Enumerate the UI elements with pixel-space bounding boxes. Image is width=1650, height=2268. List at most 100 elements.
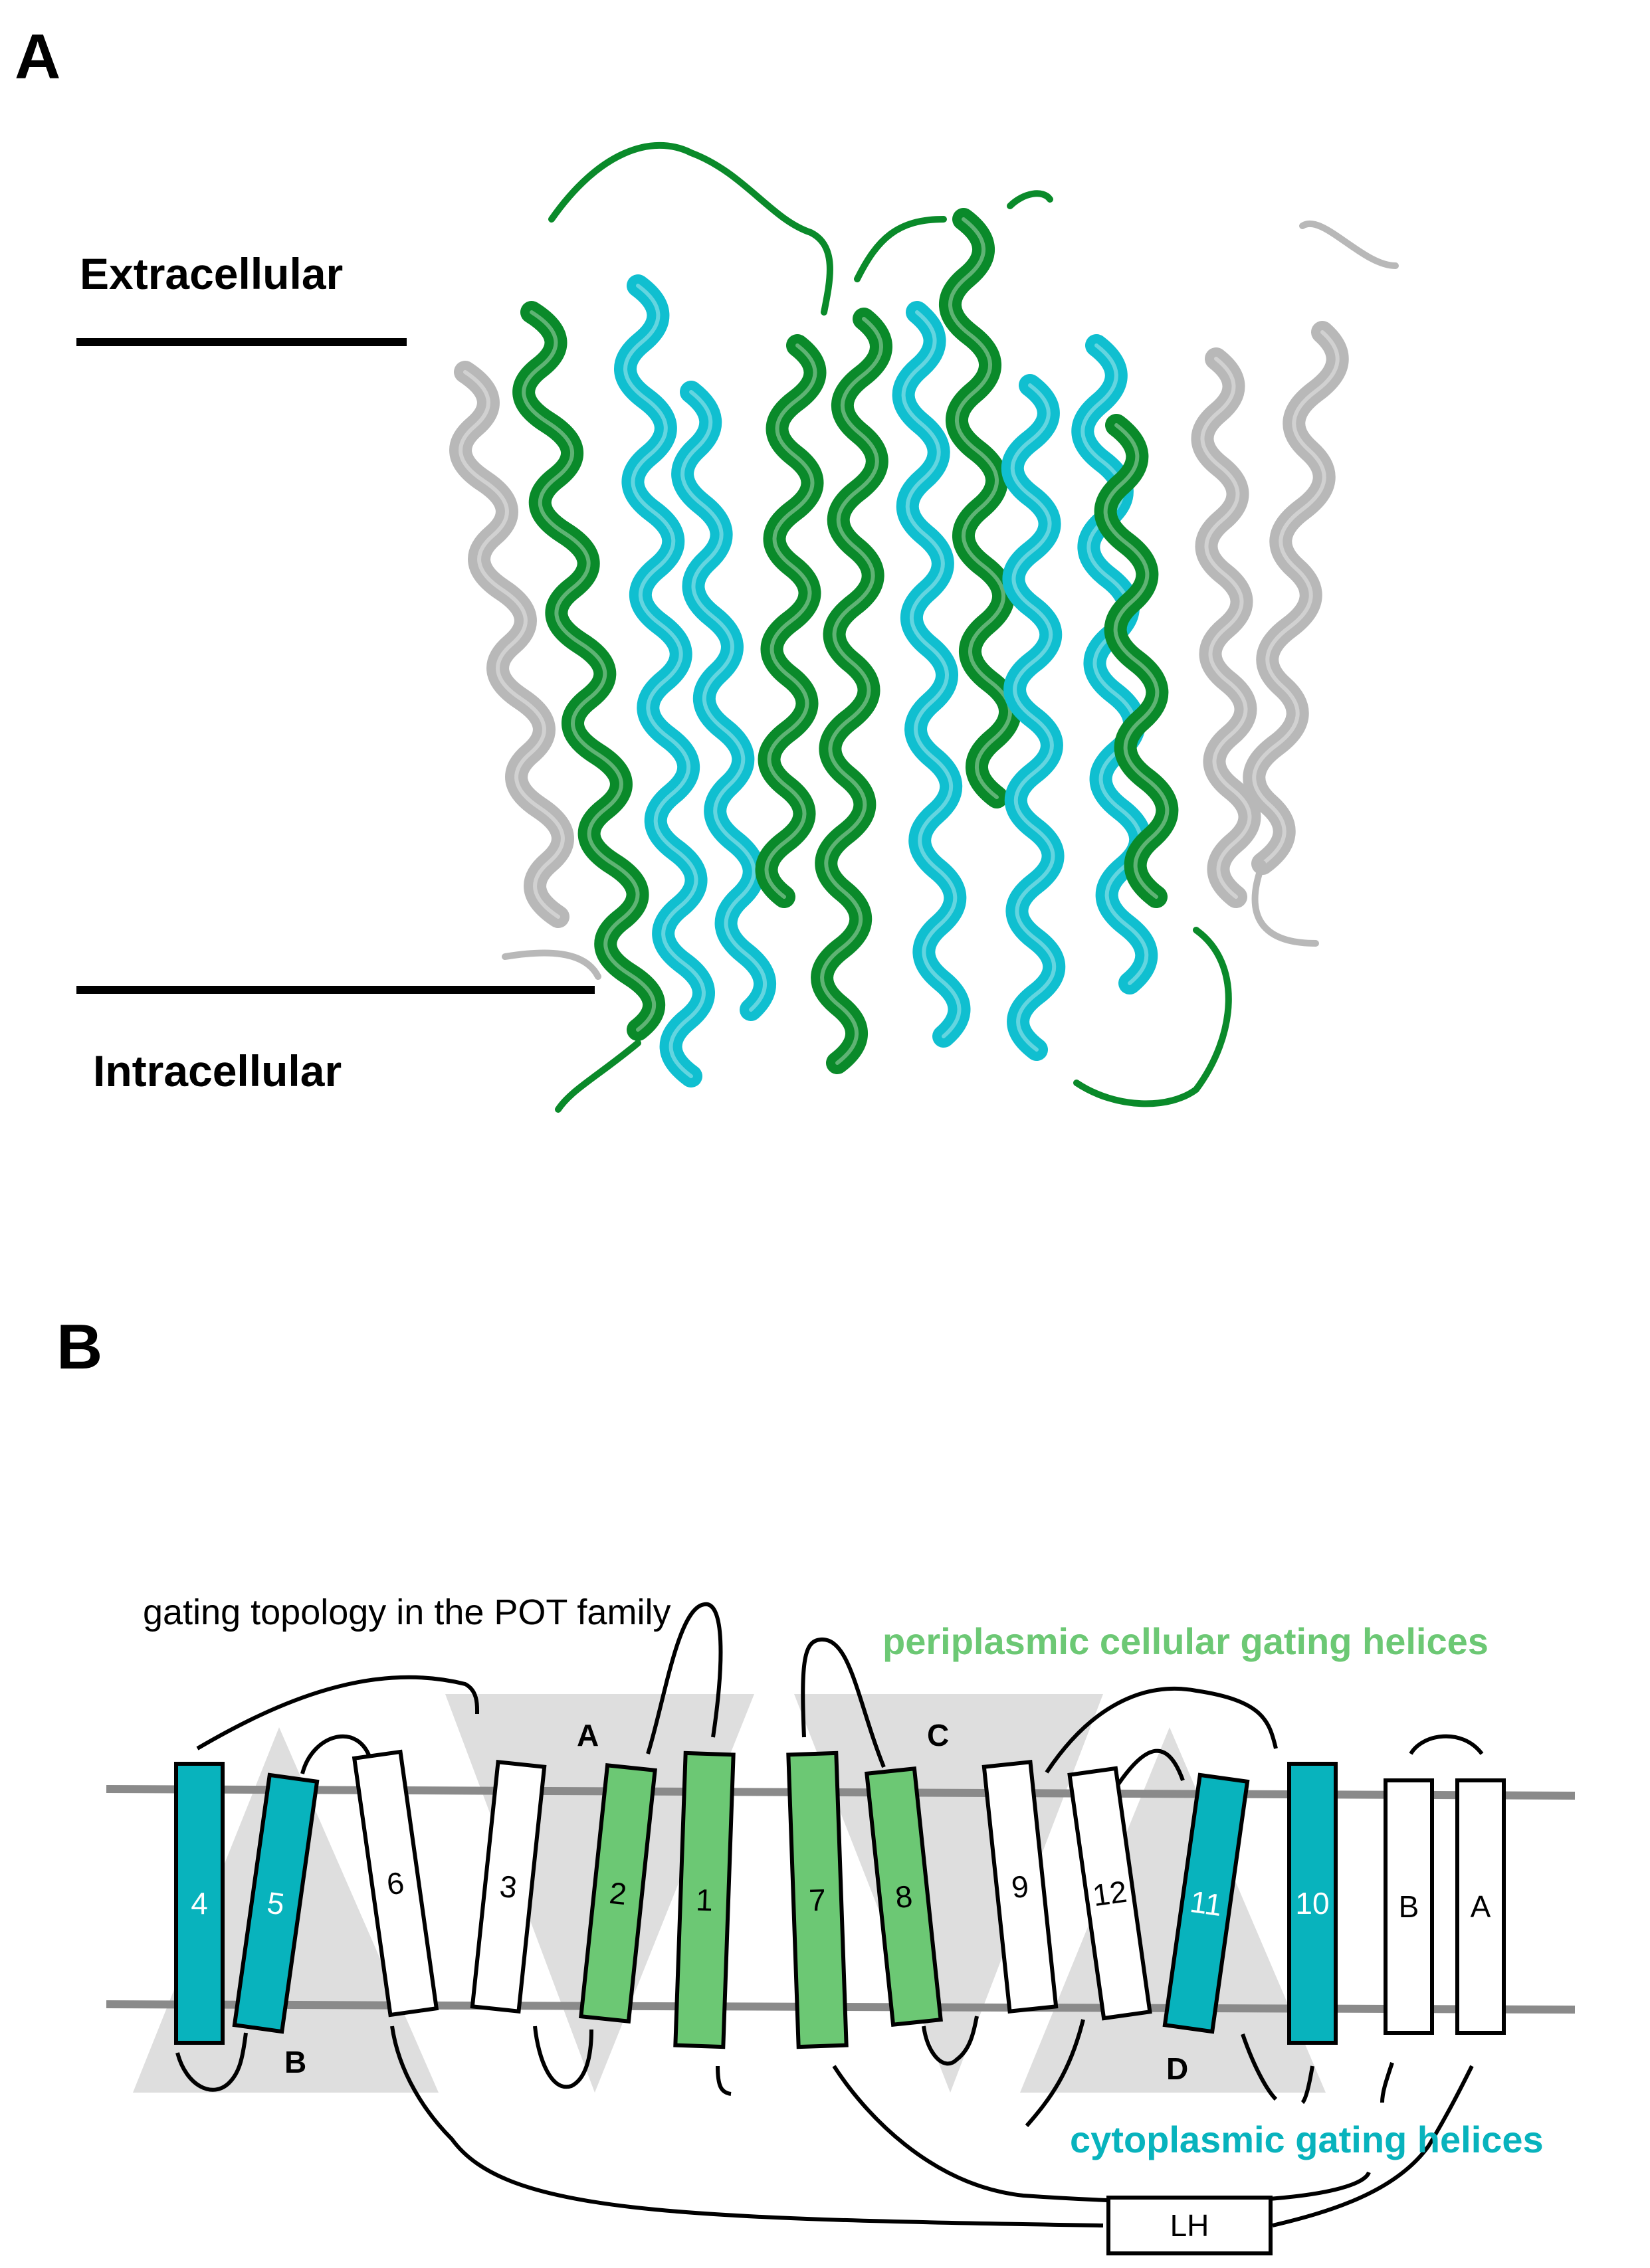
protein-structure-ribbon — [449, 142, 1399, 1113]
ribbon-loop — [502, 949, 601, 980]
ribbon-helix — [671, 381, 776, 1021]
panel-a-letter: A — [15, 21, 60, 92]
helix-11-label: 11 — [1188, 1884, 1225, 1923]
loop-b-tail — [1380, 2062, 1394, 2103]
helix-9-label: 9 — [1010, 1869, 1031, 1905]
helix-a: A — [1455, 1778, 1506, 2035]
loop-6-lh — [390, 2026, 1104, 2227]
intracellular-label: Intracellular — [93, 1046, 342, 1095]
loop-1-tail — [716, 2065, 732, 2096]
shade-group-d — [1020, 1727, 1326, 2093]
helix-2: 2 — [579, 1762, 657, 2024]
helix-5: 5 — [232, 1772, 320, 2034]
helix-b-body — [1384, 1778, 1434, 2035]
ribbon-helix — [1001, 374, 1066, 1061]
ribbon-helix-highlight — [901, 310, 962, 1038]
loop-4-3 — [196, 1675, 480, 1750]
panel-b-letter: B — [56, 1311, 102, 1382]
ribbon-loop — [548, 142, 833, 316]
helix-b-label: B — [1399, 1889, 1419, 1924]
ribbon-helix-highlight — [1252, 330, 1340, 866]
helix-9: 9 — [981, 1760, 1059, 2014]
helix-2-label: 2 — [608, 1875, 629, 1911]
helix-7-label: 7 — [808, 1883, 826, 1918]
ribbon-helix — [614, 274, 715, 1087]
helix-5-body — [232, 1772, 320, 2034]
panel-b: B — [56, 1311, 1576, 2255]
ribbon-loop — [854, 216, 947, 282]
helix-3-label: 3 — [498, 1869, 519, 1905]
ribbon-helix-highlight — [459, 370, 565, 919]
ribbon-helix-highlight — [522, 310, 657, 1032]
helix-12: 12 — [1067, 1766, 1152, 2021]
loop-8-9 — [922, 2016, 979, 2066]
helix-7-body — [786, 1750, 849, 2049]
connecting-loops — [175, 1602, 1484, 2227]
helix-a-label: A — [1471, 1889, 1491, 1924]
ribbon-helix — [892, 301, 971, 1048]
loop-7-8 — [801, 1637, 886, 1768]
loop-b-a — [1409, 1734, 1484, 1755]
ribbon-helix-highlight — [1081, 343, 1149, 985]
helix-6: 6 — [352, 1749, 439, 2018]
helix-8-label: 8 — [894, 1879, 914, 1915]
helix-1-body — [673, 1750, 736, 2049]
helix-3: 3 — [470, 1760, 547, 2014]
ribbon-helix-highlight — [623, 284, 706, 1078]
loop-12-11 — [1114, 1748, 1185, 1788]
loop-3-2 — [533, 2026, 593, 2089]
group-label-c: C — [927, 1718, 949, 1752]
ribbon-helix — [755, 334, 827, 908]
helix-4: 4 — [174, 1762, 225, 2045]
ribbon-helix — [512, 301, 666, 1041]
ribbon-helix-highlight — [764, 343, 817, 899]
group-label-a: A — [577, 1718, 599, 1752]
helix-12-body — [1067, 1766, 1152, 2021]
linker-helix-box — [1106, 2196, 1273, 2255]
ribbon-helix-highlight — [1010, 383, 1057, 1052]
loop-5-6 — [300, 1734, 373, 1774]
helix-1: 1 — [673, 1750, 736, 2049]
ribbon-loop — [1007, 190, 1053, 209]
ribbon-helix — [1094, 414, 1179, 908]
extracellular-label: Extracellular — [80, 249, 343, 298]
loop-7-c — [832, 2065, 1371, 2204]
helix-3-body — [470, 1760, 547, 2014]
helix-7: 7 — [786, 1750, 849, 2049]
ribbon-helix — [449, 361, 574, 928]
helix-10-body — [1287, 1762, 1338, 2045]
ribbon-helix — [811, 308, 892, 1074]
helix-8-body — [865, 1766, 943, 2028]
diagram-title: gating topology in the POT family — [143, 1592, 670, 1632]
group-label-b: B — [284, 2045, 306, 2079]
periplasmic-gating-label: periplasmic cellular gating helices — [882, 1620, 1489, 1662]
helix-10: 10 — [1287, 1762, 1338, 2045]
helix-a-body — [1455, 1778, 1506, 2035]
helix-4-label: 4 — [191, 1886, 208, 1921]
loop-a-lh — [1272, 2065, 1474, 2227]
panel-a: A Extracellular Intracellular — [15, 21, 1399, 1113]
linker-helix-label: LH — [1170, 2208, 1209, 2243]
helix-4-body — [174, 1762, 225, 2045]
ribbon-loop — [555, 1040, 641, 1113]
loop-2-1 — [646, 1602, 723, 1754]
ribbon-helix — [1071, 334, 1158, 994]
ribbon-helix-highlight — [820, 317, 883, 1065]
loop-9-10 — [1045, 1686, 1278, 1774]
helix-1-label: 1 — [695, 1883, 713, 1918]
ribbon-helix — [1243, 321, 1349, 875]
ribbon-helix-highlight — [680, 390, 768, 1012]
ribbon-loop — [1299, 221, 1399, 269]
ribbon-helix-highlight — [1200, 357, 1252, 899]
helix-11: 11 — [1162, 1772, 1250, 2034]
ribbon-loop — [1073, 927, 1232, 1107]
helix-9-body — [981, 1760, 1059, 2014]
group-label-d: D — [1166, 2051, 1188, 2086]
cytoplasmic-gating-label: cytoplasmic gating helices — [1070, 2119, 1544, 2160]
ribbon-helix — [1191, 347, 1261, 908]
loop-10-tail — [1300, 2065, 1314, 2105]
helix-b: B — [1384, 1778, 1434, 2035]
loop-4-5 — [175, 2032, 248, 2092]
